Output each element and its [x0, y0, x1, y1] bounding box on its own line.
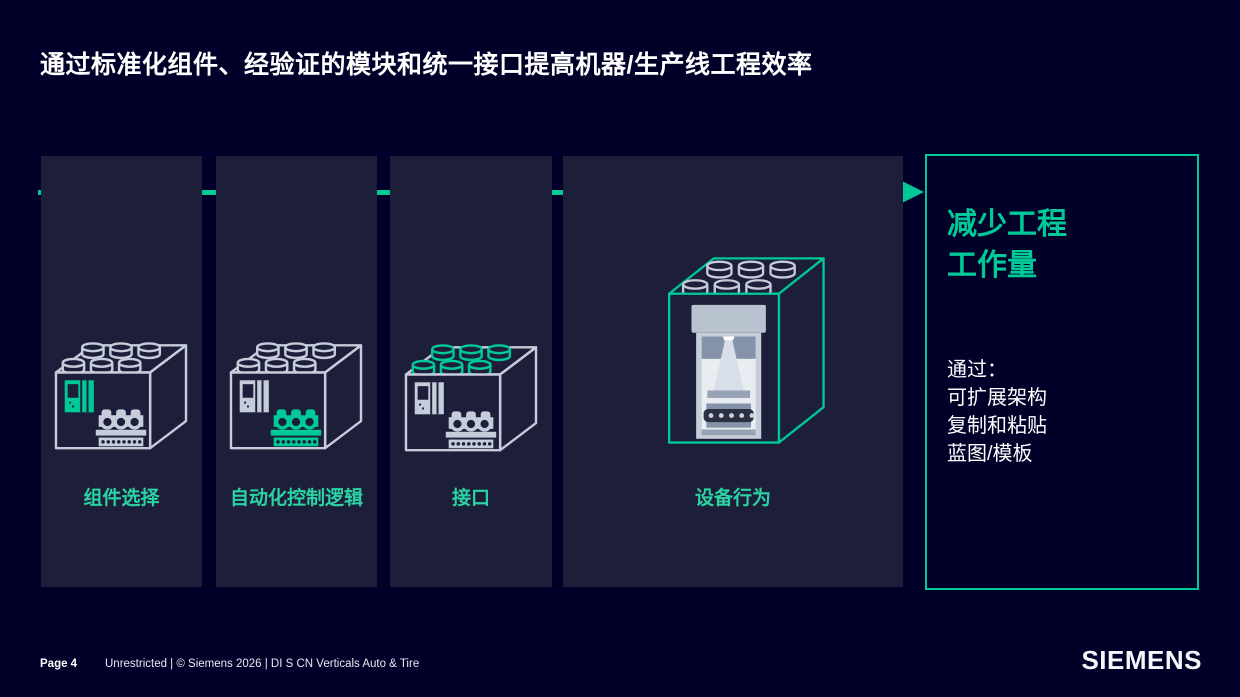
- result-box: 减少工程 工作量 通过： 可扩展架构 复制和粘贴 蓝图/模板: [925, 154, 1199, 590]
- brick-plc-highlight-icon: [48, 324, 194, 455]
- result-title: 减少工程 工作量: [947, 204, 1067, 286]
- siemens-logo: SIEMENS: [1081, 645, 1202, 675]
- machine-in-green-brick-icon: [667, 257, 825, 444]
- panel-label: 设备行为: [694, 488, 771, 509]
- panel-label: 接口: [451, 488, 490, 509]
- result-title-line1: 减少工程: [947, 208, 1067, 241]
- page-number: Page 4: [40, 658, 78, 670]
- result-body-line: 通过：: [947, 359, 1007, 381]
- panel-equipment-behavior: 设备行为: [563, 156, 903, 587]
- footer-meta: Unrestricted | © Siemens 2026 | DI S CN …: [105, 658, 420, 670]
- panel-interface: 接口: [390, 156, 552, 587]
- brick-conveyor-highlight-icon: [223, 324, 369, 455]
- panel-label: 自动化控制逻辑: [229, 488, 363, 509]
- panel-label: 组件选择: [83, 488, 160, 509]
- result-body-line: 可扩展架构: [947, 387, 1047, 409]
- result-title-line2: 工作量: [947, 249, 1037, 282]
- result-body-line: 蓝图/模板: [947, 443, 1033, 465]
- brick-studs-highlight-icon: [398, 326, 544, 457]
- result-body: 通过： 可扩展架构 复制和粘贴 蓝图/模板: [947, 356, 1047, 468]
- panel-automation-logic: 自动化控制逻辑: [216, 156, 377, 587]
- slide-title: 通过标准化组件、经验证的模块和统一接口提高机器/生产线工程效率: [40, 51, 813, 79]
- panel-component-selection: 组件选择: [41, 156, 202, 587]
- result-body-line: 复制和粘贴: [947, 415, 1047, 437]
